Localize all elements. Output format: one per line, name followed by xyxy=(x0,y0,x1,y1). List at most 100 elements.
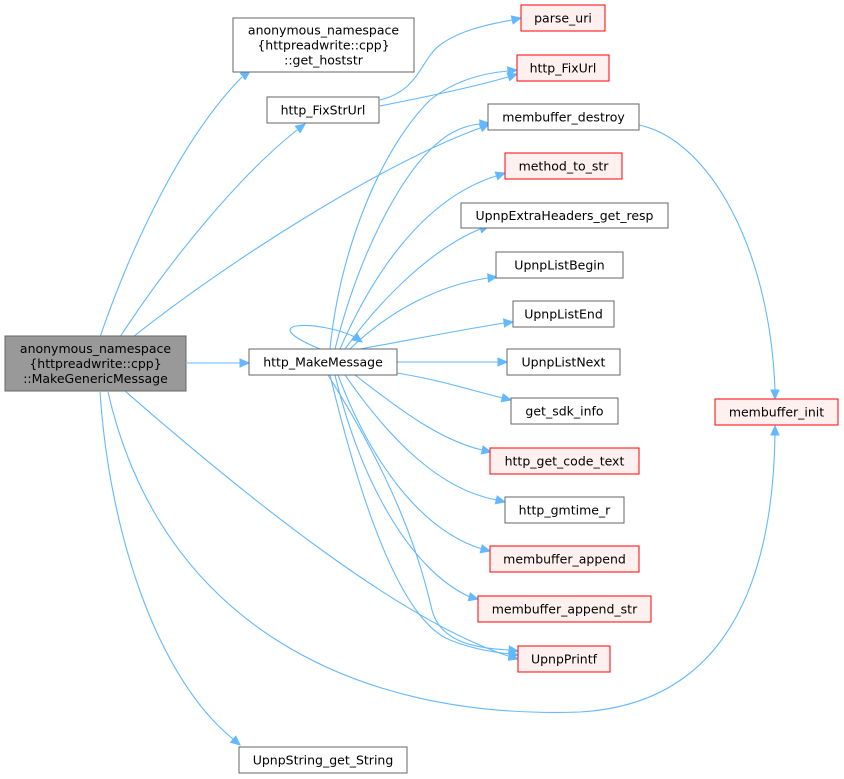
edge-line xyxy=(329,70,509,350)
edge-mgm-to-http-fixstrurl xyxy=(119,123,306,338)
edge-mm-to-membuffer-destroy xyxy=(334,119,491,350)
edge-line xyxy=(344,374,498,501)
node-box xyxy=(248,348,398,376)
node-label-line: membuffer_append_str xyxy=(492,602,638,617)
edge-mm-to-upnplistnext xyxy=(397,357,509,367)
edge-line xyxy=(344,228,481,350)
node-parse-uri[interactable]: parse_uri xyxy=(520,4,606,32)
edge-mgm-to-http-makemessage xyxy=(187,358,251,368)
node-box xyxy=(460,202,669,229)
node-label-line: http_FixUrl xyxy=(530,61,597,76)
node-http-fixstrurl[interactable]: http_FixStrUrl xyxy=(266,96,380,124)
node-label-line: membuffer_init xyxy=(729,405,824,420)
arrowhead-icon xyxy=(239,358,251,368)
node-http-gmtime-r[interactable]: http_gmtime_r xyxy=(504,496,625,524)
arrowhead-icon xyxy=(294,123,306,134)
edge-line xyxy=(329,374,510,655)
node-box xyxy=(477,595,652,623)
edge-mm-to-upnplistend xyxy=(359,318,515,350)
node-upnpextraheaders-get-resp[interactable]: UpnpExtraHeaders_get_resp xyxy=(460,202,669,229)
node-label-line: ::get_hoststr xyxy=(284,53,364,68)
node-label-line: parse_uri xyxy=(534,11,592,26)
edge-mgm-to-upnpstring xyxy=(99,391,241,746)
edge-line xyxy=(289,324,356,350)
node-box xyxy=(510,397,619,425)
node-label-line: UpnpExtraHeaders_get_resp xyxy=(476,208,654,223)
node-box xyxy=(504,496,625,524)
edge-line xyxy=(327,374,510,651)
node-membuffer-init[interactable]: membuffer_init xyxy=(714,398,839,426)
node-label-line: UpnpListBegin xyxy=(514,258,604,273)
arrowhead-icon xyxy=(494,171,507,181)
edge-mm-to-membuffer-append-str xyxy=(334,374,480,602)
arrowhead-icon xyxy=(508,645,520,655)
node-upnplistbegin[interactable]: UpnpListBegin xyxy=(495,251,624,279)
edge-mm-to-http-get-code-text xyxy=(354,374,493,455)
node-box xyxy=(504,152,623,180)
edge-line xyxy=(349,277,489,350)
node-upnpprintf[interactable]: UpnpPrintf xyxy=(517,645,611,673)
edge-mm-to-http-fixurl xyxy=(329,66,519,350)
node-label-line: UpnpPrintf xyxy=(531,652,598,667)
edge-mm-to-membuffer-append xyxy=(337,374,492,554)
edge-line xyxy=(119,129,298,338)
edge-mm-to-upnpextraheaders xyxy=(344,224,491,350)
node-upnpstring-get-string[interactable]: UpnpString_get_String xyxy=(238,746,408,774)
edge-mm-to-get-sdk-info xyxy=(396,372,513,403)
node-box xyxy=(238,746,408,774)
edge-line xyxy=(334,123,481,350)
node-box xyxy=(517,645,611,673)
node-get-hoststr[interactable]: anonymous_namespace{httpreadwrite::cpp}:… xyxy=(232,17,415,73)
arrowhead-icon xyxy=(503,318,515,328)
arrowhead-icon xyxy=(506,72,519,82)
node-make-generic-message[interactable]: anonymous_namespace{httpreadwrite::cpp}:… xyxy=(4,335,187,392)
edge-line xyxy=(339,175,497,350)
node-box xyxy=(489,447,640,475)
edge-line xyxy=(99,391,234,740)
node-get-sdk-info[interactable]: get_sdk_info xyxy=(510,397,619,425)
node-membuffer-append[interactable]: membuffer_append xyxy=(489,545,640,573)
edge-line xyxy=(638,124,776,391)
node-label-line: UpnpListNext xyxy=(522,355,606,370)
arrowhead-icon xyxy=(500,393,513,403)
arrowhead-icon xyxy=(494,495,507,505)
node-http-get-code-text[interactable]: http_get_code_text xyxy=(489,447,640,475)
edge-line xyxy=(107,391,776,713)
node-box xyxy=(4,335,187,392)
edge-line xyxy=(354,374,483,451)
edge-destroy-to-membuffer-init xyxy=(638,124,780,401)
node-method-to-str[interactable]: method_to_str xyxy=(504,152,623,180)
node-upnplistnext[interactable]: UpnpListNext xyxy=(506,348,621,376)
node-label-line: method_to_str xyxy=(519,159,610,174)
edge-fixstrurl-to-http-fixurl xyxy=(379,72,519,107)
edge-line xyxy=(359,322,505,350)
arrowhead-icon xyxy=(487,273,499,283)
call-graph-nodes: anonymous_namespace{httpreadwrite::cpp}:… xyxy=(4,4,839,774)
node-membuffer-destroy[interactable]: membuffer_destroy xyxy=(487,103,640,131)
node-box xyxy=(714,398,839,426)
edge-fixstrurl-to-parse-uri xyxy=(379,15,523,101)
node-label-line: get_sdk_info xyxy=(525,404,603,419)
node-box xyxy=(495,251,624,279)
edge-line xyxy=(132,127,481,338)
edge-mm-self-loop xyxy=(289,324,364,350)
arrowhead-icon xyxy=(507,66,519,76)
edge-line xyxy=(124,390,509,657)
node-http-fixurl[interactable]: http_FixUrl xyxy=(516,54,610,82)
node-membuffer-append-str[interactable]: membuffer_append_str xyxy=(477,595,652,623)
edge-mm-to-method-to-str xyxy=(339,171,507,350)
node-upnplistend[interactable]: UpnpListEnd xyxy=(512,300,615,328)
node-label-line: UpnpString_get_String xyxy=(253,753,394,768)
node-label-line: {httpreadwrite::cpp} xyxy=(257,38,389,53)
node-label-line: UpnpListEnd xyxy=(524,307,603,322)
node-box xyxy=(266,96,380,124)
arrowhead-icon xyxy=(497,357,509,367)
node-http-makemessage[interactable]: http_MakeMessage xyxy=(248,348,398,376)
edge-mm-to-upnpprintf-2 xyxy=(327,374,520,655)
node-label-line: ::MakeGenericMessage xyxy=(23,371,168,386)
edge-line xyxy=(396,372,504,399)
edge-mm-to-upnplistbegin xyxy=(349,273,499,350)
arrowhead-icon xyxy=(479,119,491,129)
edge-line xyxy=(334,374,471,598)
node-box xyxy=(506,348,621,376)
